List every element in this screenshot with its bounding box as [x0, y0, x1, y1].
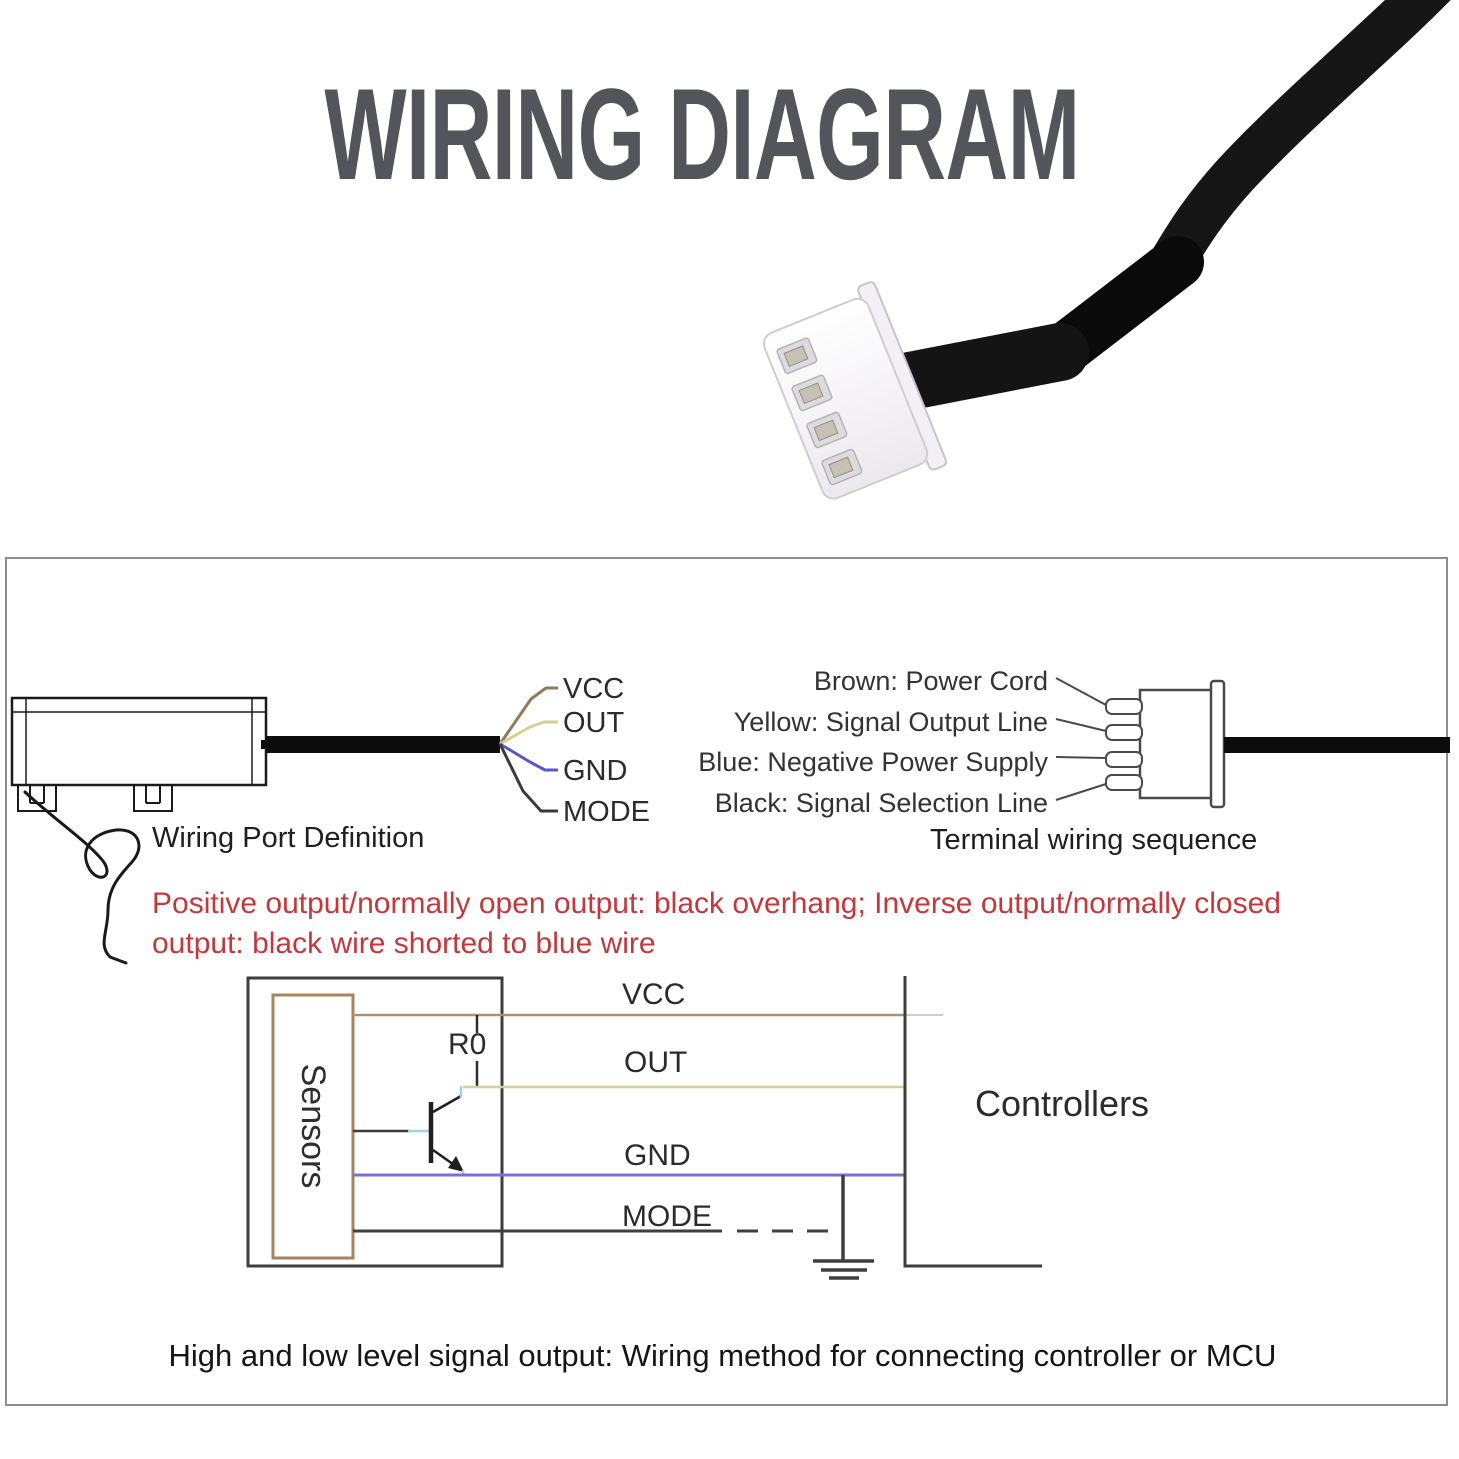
- connector-photo: [762, 0, 1451, 500]
- bottom-caption: High and low level signal output: Wiring…: [168, 1338, 1277, 1373]
- page-title: WIRING DIAGRAM: [324, 61, 1080, 207]
- terminal-cable: [1224, 737, 1450, 753]
- terminal-body: [1138, 688, 1214, 800]
- cable-notch: [261, 740, 266, 749]
- transistor-icon: [353, 1086, 465, 1176]
- terminal-sequence-caption: Terminal wiring sequence: [930, 824, 1258, 856]
- output-mode-note: Positive output/normally open output: bl…: [152, 887, 1281, 960]
- brown-wire-description: Brown: Power Cord: [813, 666, 1048, 696]
- circuit-vcc-label: VCC: [622, 978, 686, 1011]
- black-wire-description: Black: Signal Selection Line: [714, 788, 1048, 818]
- cable-drawing: [266, 736, 500, 753]
- circuit-gnd-label: GND: [624, 1139, 691, 1172]
- photo-strain-relief: [876, 323, 1089, 411]
- controllers-label: Controllers: [975, 1083, 1150, 1124]
- vcc-label: VCC: [563, 673, 625, 705]
- resistor-label: R0: [448, 1028, 487, 1061]
- photo-cable: [1152, 0, 1451, 274]
- leader-lines: [1055, 677, 1107, 801]
- scribble-mark: [23, 790, 141, 965]
- diagram-panel: [5, 557, 1448, 1406]
- terminal-connector-drawing: [1055, 677, 1450, 809]
- out-wire: [499, 720, 558, 746]
- ground-symbol-icon: [813, 1175, 874, 1280]
- photo-connector-housing: [762, 281, 948, 500]
- wire-fanout: [498, 686, 558, 813]
- gnd-wire: [499, 742, 558, 772]
- sensor-block-outline: [246, 976, 504, 1268]
- mode-wire: [498, 743, 558, 813]
- sensor-feet: [17, 784, 173, 812]
- mode-label: MODE: [563, 796, 650, 828]
- blue-wire-description: Blue: Negative Power Supply: [698, 747, 1048, 777]
- sensors-box: [271, 993, 355, 1260]
- circuit-schematic: [246, 976, 1042, 1280]
- circuit-out-label: OUT: [624, 1046, 688, 1079]
- out-label: OUT: [563, 707, 625, 739]
- photo-connector-pins: [776, 337, 863, 486]
- sensor-drawing: [10, 696, 268, 965]
- wiring-port-caption: Wiring Port Definition: [152, 822, 425, 854]
- sensors-label: Sensors: [294, 1063, 332, 1189]
- yellow-wire-description: Yellow: Signal Output Line: [733, 707, 1048, 737]
- terminal-flange: [1209, 679, 1226, 809]
- photo-heatshrink: [1040, 236, 1204, 374]
- gnd-label: GND: [563, 755, 628, 787]
- vcc-wire: [498, 686, 558, 745]
- terminal-pins: [1105, 698, 1143, 791]
- controller-boundary: [903, 976, 1042, 1268]
- emitter-arrow: [448, 1156, 464, 1172]
- circuit-mode-label: MODE: [622, 1200, 712, 1233]
